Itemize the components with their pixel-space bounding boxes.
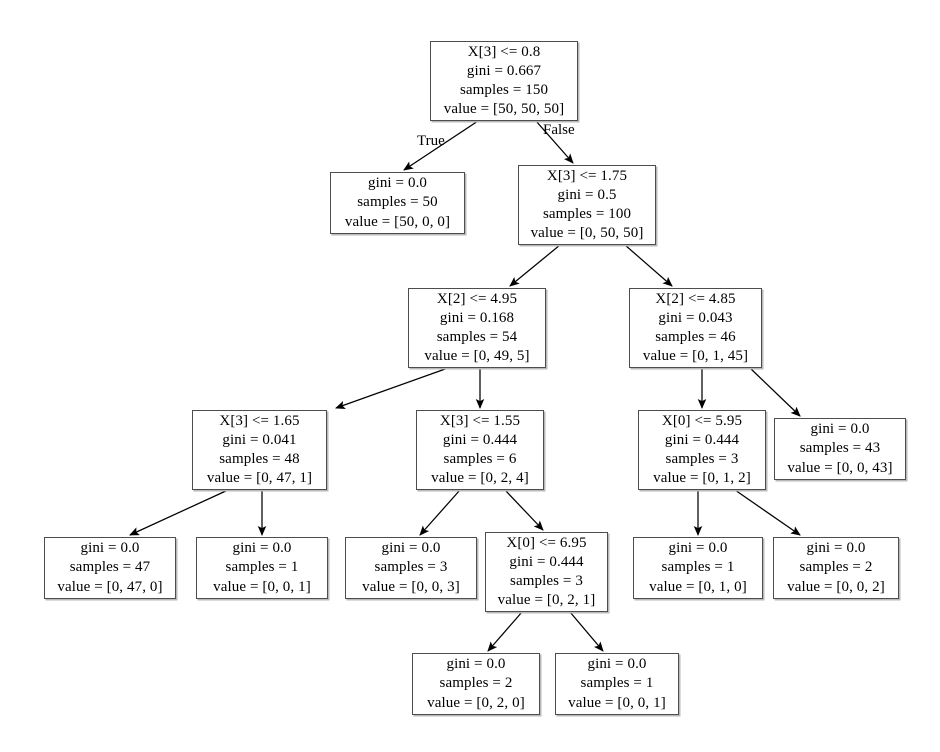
tree-leaf-node[interactable]: gini = 0.0 samples = 3 value = [0, 0, 3] xyxy=(345,537,477,599)
node-text-line: gini = 0.5 xyxy=(557,186,617,203)
tree-root-node[interactable]: X[3] <= 0.8 gini = 0.667 samples = 150 valu… xyxy=(430,41,578,121)
node-text-line: value = [0, 50, 50] xyxy=(530,225,644,242)
node-text-line: samples = 6 xyxy=(443,451,517,467)
node-text-line: value = [0, 0, 43] xyxy=(787,459,893,476)
node-text-line: samples = 1 xyxy=(580,675,654,692)
tree-decision-node[interactable]: X[3] <= 1.55 gini = 0.444 samples = 6 value… xyxy=(416,410,544,490)
node-text-line: samples = 3 xyxy=(510,573,583,589)
node-text-line: samples = 47 xyxy=(69,559,151,576)
node-text-line: value = [0, 47, 1] xyxy=(206,470,313,487)
tree-edge-true xyxy=(419,489,461,536)
node-text-line: X[0] <= 5.95 xyxy=(661,412,743,429)
tree-decision-node[interactable]: X[2] <= 4.85 gini = 0.043 samples = 46 valu… xyxy=(629,288,762,368)
tree-leaf-node[interactable]: gini = 0.0 samples = 1 value = [0, 0, 1] xyxy=(196,537,328,599)
node-text-line: value = [0, 2, 1] xyxy=(497,592,596,609)
node-text-line: samples = 100 xyxy=(542,206,632,222)
node-text-line: samples = 1 xyxy=(661,559,735,576)
tree-leaf-node[interactable]: gini = 0.0 samples = 50 value = [50, 0, 0] xyxy=(330,172,465,234)
node-text-line: gini = 0.444 xyxy=(664,431,740,448)
node-text-line: samples = 1 xyxy=(225,559,299,576)
node-text-line: samples = 3 xyxy=(665,451,739,467)
node-text-line: gini = 0.0 xyxy=(446,656,506,673)
tree-edge-true xyxy=(129,489,229,536)
node-text-line: gini = 0.444 xyxy=(509,553,584,570)
tree-decision-node[interactable]: X[3] <= 1.65 gini = 0.041 samples = 48 valu… xyxy=(192,410,327,490)
tree-decision-node[interactable]: X[3] <= 1.75 gini = 0.5 samples = 100 value… xyxy=(518,165,656,245)
node-text-line: gini = 0.667 xyxy=(466,62,542,79)
node-text-line: samples = 3 xyxy=(374,559,448,576)
node-text-line: gini = 0.0 xyxy=(80,540,140,557)
tree-leaf-node[interactable]: gini = 0.0 samples = 2 value = [0, 0, 2] xyxy=(773,537,899,599)
node-text-line: value = [0, 1, 45] xyxy=(642,348,749,365)
tree-decision-node[interactable]: X[2] <= 4.95 gini = 0.168 samples = 54 valu… xyxy=(408,288,546,368)
node-text-line: gini = 0.0 xyxy=(668,540,728,557)
node-text-line: gini = 0.0 xyxy=(232,540,292,557)
node-text-line: X[2] <= 4.85 xyxy=(655,290,736,307)
node-text-line: value = [0, 49, 5] xyxy=(424,348,530,365)
tree-edge-true xyxy=(509,244,561,287)
tree-edge-false xyxy=(749,367,801,417)
tree-leaf-node[interactable]: gini = 0.0 samples = 1 value = [0, 1, 0] xyxy=(633,537,763,599)
node-text-line: X[3] <= 0.8 xyxy=(467,43,541,60)
node-text-line: value = [0, 1, 2] xyxy=(653,470,751,487)
node-text-line: value = [50, 50, 50] xyxy=(443,101,565,118)
node-text-line: samples = 150 xyxy=(459,82,549,98)
node-text-line: value = [0, 2, 4] xyxy=(431,470,529,487)
node-text-line: gini = 0.041 xyxy=(222,431,297,448)
node-text-line: gini = 0.168 xyxy=(439,309,515,326)
node-text-line: X[3] <= 1.75 xyxy=(546,167,628,184)
node-text-line: X[3] <= 1.55 xyxy=(439,412,521,429)
node-text-line: samples = 50 xyxy=(357,194,438,211)
node-text-line: value = [0, 2, 0] xyxy=(427,694,525,711)
node-text-line: samples = 46 xyxy=(655,329,736,345)
node-text-line: gini = 0.444 xyxy=(442,431,518,448)
tree-leaf-node[interactable]: gini = 0.0 samples = 43 value = [0, 0, 43] xyxy=(774,418,906,480)
node-text-line: samples = 54 xyxy=(436,329,518,345)
node-text-line: samples = 2 xyxy=(439,675,513,692)
tree-leaf-node[interactable]: gini = 0.0 samples = 1 value = [0, 0, 1] xyxy=(555,653,679,715)
node-text-line: gini = 0.0 xyxy=(806,540,866,557)
tree-edge-true xyxy=(487,611,523,652)
node-text-line: gini = 0.0 xyxy=(810,421,870,438)
tree-leaf-node[interactable]: gini = 0.0 samples = 47 value = [0, 47, 0] xyxy=(44,537,176,599)
tree-leaf-node[interactable]: gini = 0.0 samples = 2 value = [0, 2, 0] xyxy=(412,653,540,715)
node-text-line: gini = 0.0 xyxy=(381,540,441,557)
node-text-line: value = [0, 47, 0] xyxy=(57,578,163,595)
node-text-line: X[3] <= 1.65 xyxy=(219,412,300,429)
tree-edge-true xyxy=(335,367,449,409)
tree-decision-node[interactable]: X[0] <= 5.95 gini = 0.444 samples = 3 value… xyxy=(638,410,766,490)
tree-edge-false xyxy=(569,611,604,652)
node-text-line: value = [0, 0, 1] xyxy=(213,578,311,595)
edge-label-true: True xyxy=(417,133,445,149)
node-text-line: gini = 0.043 xyxy=(658,309,733,326)
node-text-line: gini = 0.0 xyxy=(367,175,428,192)
tree-decision-node[interactable]: X[0] <= 6.95 gini = 0.444 samples = 3 value… xyxy=(485,532,608,612)
tree-edge-false xyxy=(624,244,673,287)
node-text-line: value = [0, 0, 3] xyxy=(362,578,460,595)
node-text-line: gini = 0.0 xyxy=(587,656,647,673)
edge-label-false: False xyxy=(543,122,575,138)
tree-edge-false xyxy=(734,489,801,536)
node-text-line: X[0] <= 6.95 xyxy=(506,534,587,551)
node-text-line: value = [0, 1, 0] xyxy=(649,578,747,595)
node-text-line: value = [50, 0, 0] xyxy=(344,213,451,230)
node-text-line: value = [0, 0, 1] xyxy=(568,694,666,711)
node-text-line: samples = 2 xyxy=(799,559,873,576)
node-text-line: X[2] <= 4.95 xyxy=(436,290,518,307)
node-text-line: value = [0, 0, 2] xyxy=(787,578,885,595)
tree-edge-false xyxy=(504,489,544,531)
node-text-line: samples = 43 xyxy=(799,440,881,457)
node-text-line: samples = 48 xyxy=(219,451,300,467)
